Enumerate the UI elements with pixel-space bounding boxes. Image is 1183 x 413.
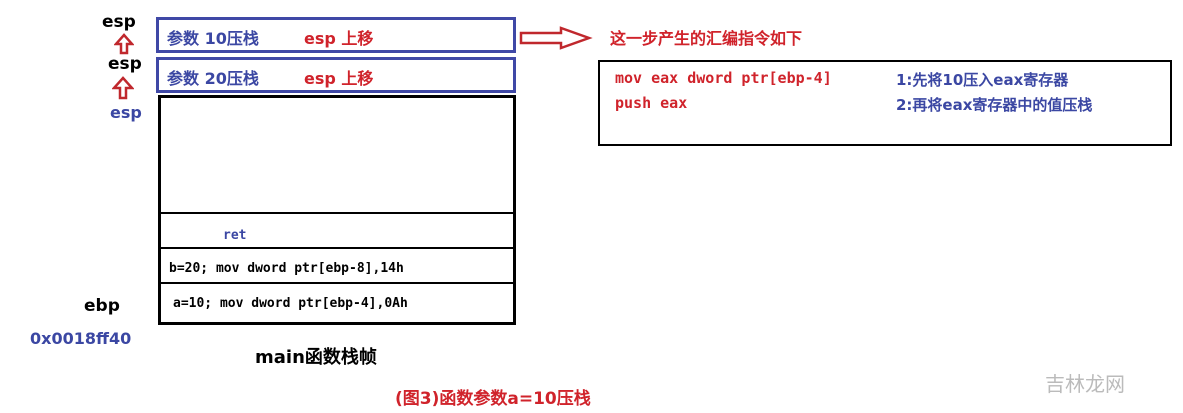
figure-caption: (图3)函数参数a=10压栈 [395, 389, 591, 409]
note-title: 这一步产生的汇编指令如下 [610, 29, 803, 48]
row-text: ret [223, 228, 247, 243]
esp-label-bottom: esp [110, 103, 142, 122]
ebp-label: ebp [84, 296, 120, 316]
stack-row-ret: ret [161, 212, 513, 247]
stack-slot-param-10: 参数 10压栈 esp 上移 [156, 17, 516, 53]
stack-slot-param-20: 参数 20压栈 esp 上移 [156, 57, 516, 93]
main-stack-frame: ret b=20; mov dword ptr[ebp-8],14h a=10;… [158, 95, 516, 325]
asm-comment: 1:先将10压入eax寄存器 [896, 71, 1069, 89]
stack-row-a: a=10; mov dword ptr[ebp-4],0Ah [161, 282, 513, 322]
row-text: a=10; mov dword ptr[ebp-4],0Ah [173, 296, 408, 311]
asm-box: mov eax dword ptr[ebp-4] 1:先将10压入eax寄存器 … [598, 60, 1172, 146]
esp-label-top: esp [102, 12, 136, 32]
ebp-address: 0x0018ff40 [30, 329, 132, 348]
slot-note: esp 上移 [304, 29, 374, 48]
esp-label-middle: esp [108, 54, 142, 74]
up-arrow-icon [114, 33, 134, 55]
slot-note: esp 上移 [304, 69, 374, 88]
row-text: b=20; mov dword ptr[ebp-8],14h [169, 261, 404, 276]
up-arrow-icon [112, 76, 134, 100]
stack-row-b: b=20; mov dword ptr[ebp-8],14h [161, 247, 513, 282]
watermark: 吉林龙网 [1045, 372, 1125, 396]
asm-line: mov eax dword ptr[ebp-4] [615, 69, 832, 87]
frame-label: main函数栈帧 [255, 347, 377, 368]
slot-label: 参数 10压栈 [167, 29, 259, 48]
slot-label: 参数 20压栈 [167, 69, 259, 88]
asm-comment: 2:再将eax寄存器中的值压栈 [896, 96, 1093, 114]
right-arrow-icon [519, 26, 593, 50]
asm-line: push eax [615, 94, 688, 112]
